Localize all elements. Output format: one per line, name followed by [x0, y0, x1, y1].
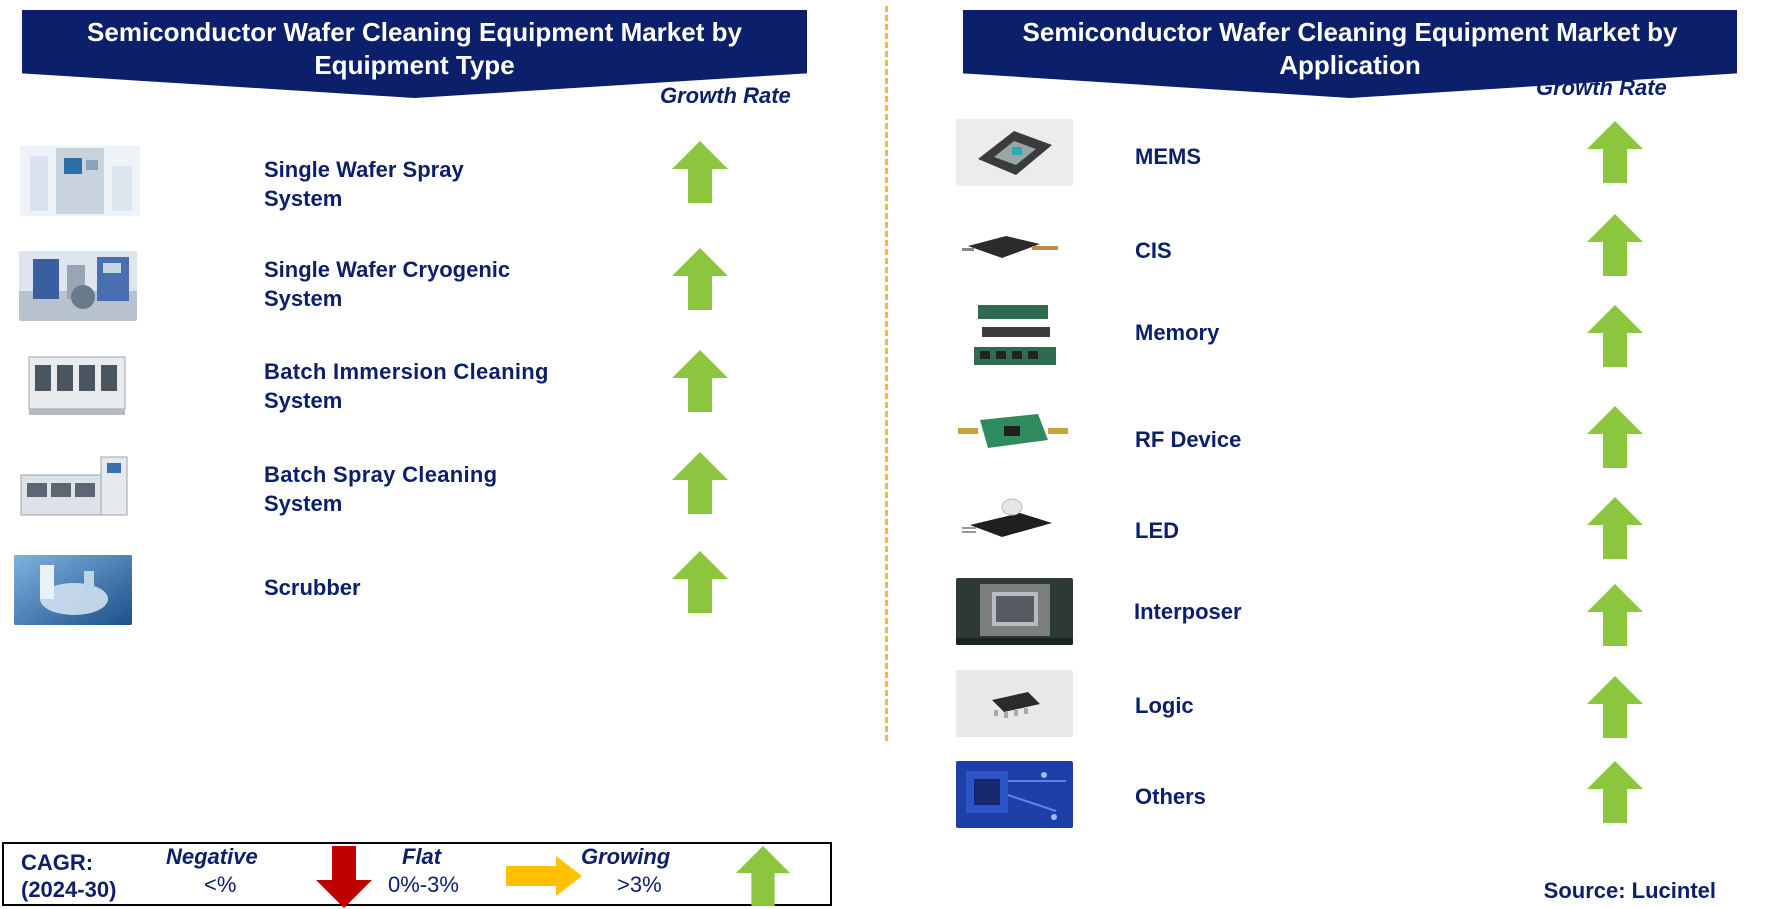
growing-arrow-icon [1587, 406, 1643, 468]
immersion-cleaning-machine-icon [25, 353, 129, 417]
growing-arrow-icon [672, 248, 728, 310]
right-item-label: Interposer [1134, 599, 1242, 624]
left-item-label: Batch Immersion Cleaning [264, 359, 549, 384]
flat-range: 0%-3% [388, 872, 459, 897]
growing-arrow-icon [735, 846, 791, 906]
cagr-legend: CAGR: (2024-30) Negative <% Flat 0%-3% G… [2, 842, 832, 908]
mems-chip-icon [956, 119, 1073, 186]
growing-arrow-icon [672, 141, 728, 203]
left-item-label-line2: System [264, 186, 343, 211]
scrubber-machine-icon [14, 555, 132, 625]
left-item-label: Scrubber [264, 575, 361, 600]
left-item-label: Batch Spray Cleaning [264, 462, 498, 487]
negative-label: Negative [166, 844, 258, 869]
right-growth-rate-header: Growth Rate [1536, 75, 1667, 100]
right-title-line2: Application [1279, 50, 1421, 80]
right-item-label: MEMS [1135, 144, 1201, 169]
growing-arrow-icon [1587, 761, 1643, 823]
source-credit: Source: Lucintel [1543, 878, 1716, 903]
left-item-label-line2: System [264, 388, 343, 413]
left-growth-rate-header: Growth Rate [660, 83, 791, 108]
growing-range: >3% [617, 872, 662, 897]
led-module-icon [962, 497, 1060, 541]
growing-label: Growing [581, 844, 671, 869]
growing-arrow-icon [672, 551, 728, 613]
negative-range: <% [204, 872, 237, 897]
left-title-line1: Semiconductor Wafer Cleaning Equipment M… [87, 17, 742, 47]
growing-arrow-icon [1587, 121, 1643, 183]
flat-arrow-icon [506, 856, 582, 896]
right-item-label: LED [1135, 518, 1179, 543]
growing-arrow-icon [1587, 676, 1643, 738]
left-item-label-line2: System [264, 491, 343, 516]
right-item-label: Others [1135, 784, 1206, 809]
memory-module-icon [972, 303, 1058, 369]
right-item-label: Memory [1135, 320, 1220, 345]
interposer-chip-icon [956, 578, 1073, 645]
growing-arrow-icon [1587, 584, 1643, 646]
growing-arrow-icon [672, 350, 728, 412]
flat-label: Flat [402, 844, 442, 869]
cagr-label: CAGR: [21, 850, 94, 875]
right-title-line1: Semiconductor Wafer Cleaning Equipment M… [1022, 17, 1678, 47]
left-item-label-line2: System [264, 286, 343, 311]
growing-arrow-icon [1587, 497, 1643, 559]
cis-sensor-icon [962, 228, 1060, 268]
rf-board-icon [958, 410, 1068, 454]
left-item-label: Single Wafer Cryogenic [264, 257, 511, 282]
spray-cleaning-machine-icon [19, 453, 129, 521]
spray-system-machine-icon [20, 146, 140, 216]
logic-ic-icon [956, 670, 1073, 737]
negative-arrow-icon [316, 846, 372, 908]
circuit-board-icon [956, 761, 1073, 828]
growing-arrow-icon [672, 452, 728, 514]
growing-arrow-icon [1587, 214, 1643, 276]
cagr-period: (2024-30) [21, 877, 117, 902]
right-item-label: Logic [1135, 693, 1194, 718]
growing-arrow-icon [1587, 305, 1643, 367]
right-item-label: RF Device [1135, 427, 1242, 452]
right-item-label: CIS [1135, 238, 1172, 263]
cryogenic-system-machine-icon [19, 251, 137, 321]
panel-divider [885, 6, 888, 741]
left-title-line2: Equipment Type [314, 50, 515, 80]
left-item-label: Single Wafer Spray [264, 157, 464, 182]
